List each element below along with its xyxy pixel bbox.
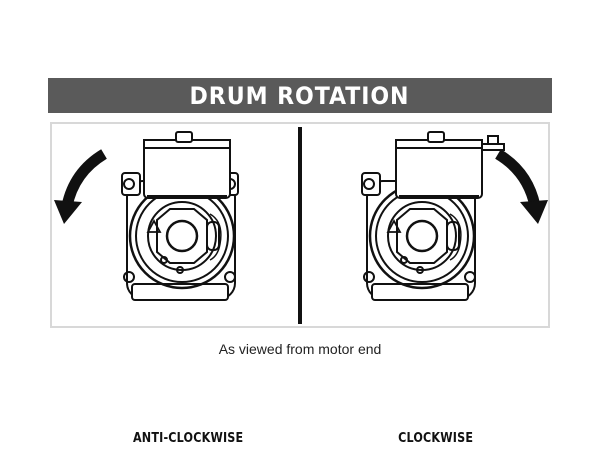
winch-body-icon <box>361 172 479 301</box>
motor-housing-icon <box>395 131 505 199</box>
clockwise-label: CLOCKWISE <box>398 431 474 446</box>
panel-divider <box>298 127 302 324</box>
anti-clockwise-arrow-icon <box>54 149 107 224</box>
title-bar: DRUM ROTATION <box>48 78 552 113</box>
clockwise-arrow-icon <box>495 149 548 224</box>
panel-anti-clockwise: ANTI-CLOCKWISE <box>52 124 298 446</box>
winch-drawing-right <box>361 131 548 301</box>
winch-drawing-left <box>54 131 239 301</box>
panel-clockwise: CLOCKWISE <box>302 124 548 446</box>
diagram-title: DRUM ROTATION <box>190 81 410 110</box>
viewing-note: As viewed from motor end <box>218 341 382 357</box>
motor-housing-icon <box>143 131 231 199</box>
anti-clockwise-label: ANTI-CLOCKWISE <box>132 431 244 446</box>
